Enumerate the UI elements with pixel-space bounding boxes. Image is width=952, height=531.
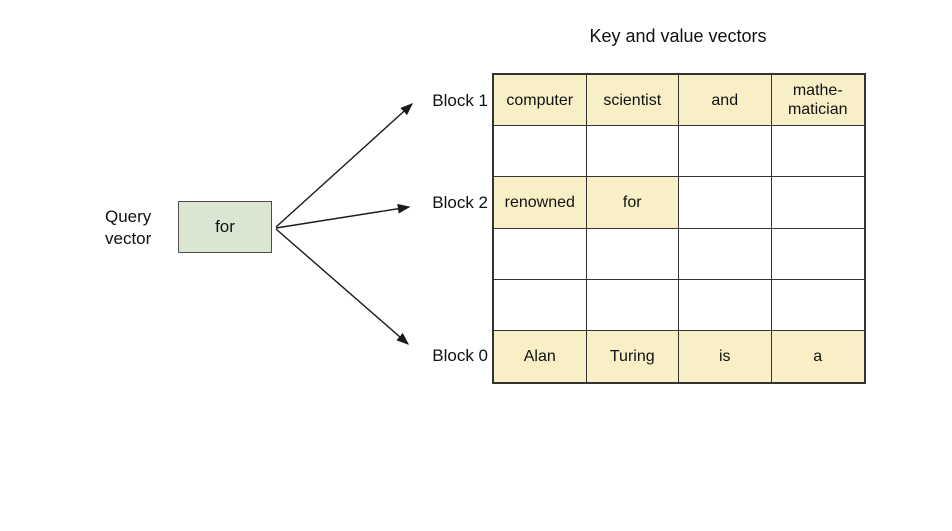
table-cell [679,126,772,178]
table-cell: and [679,75,772,127]
table-cell [586,228,679,280]
table-cell [771,177,864,229]
table-cell [771,228,864,280]
query-vector-label: Query vector [105,207,152,248]
table-cell [586,279,679,331]
query-vector-box: for [178,201,272,253]
table-cell: Turing [586,330,679,382]
block-2-label: Block 2 [432,193,488,212]
table-cell [494,126,587,178]
table-cell: mathe- matician [771,75,864,127]
diagram-title: Key and value vectors [589,26,767,46]
table-cell: computer [494,75,587,127]
table-cell: is [679,330,772,382]
table-cell [586,126,679,178]
arrow-to-block-0 [275,228,410,345]
table-cell: Alan [494,330,587,382]
block-0-label: Block 0 [432,346,488,365]
table-cell: renowned [494,177,587,229]
table-cell: scientist [586,75,679,127]
table-cell [679,228,772,280]
table-cell [771,126,864,178]
block-1-label: Block 1 [432,91,488,110]
table-cell [679,279,772,331]
table-cell [494,228,587,280]
table-cell: a [771,330,864,382]
table-cell [494,279,587,331]
table-cell [771,279,864,331]
query-vector-box-text: for [215,217,235,236]
table-cell: for [586,177,679,229]
table-cell [679,177,772,229]
